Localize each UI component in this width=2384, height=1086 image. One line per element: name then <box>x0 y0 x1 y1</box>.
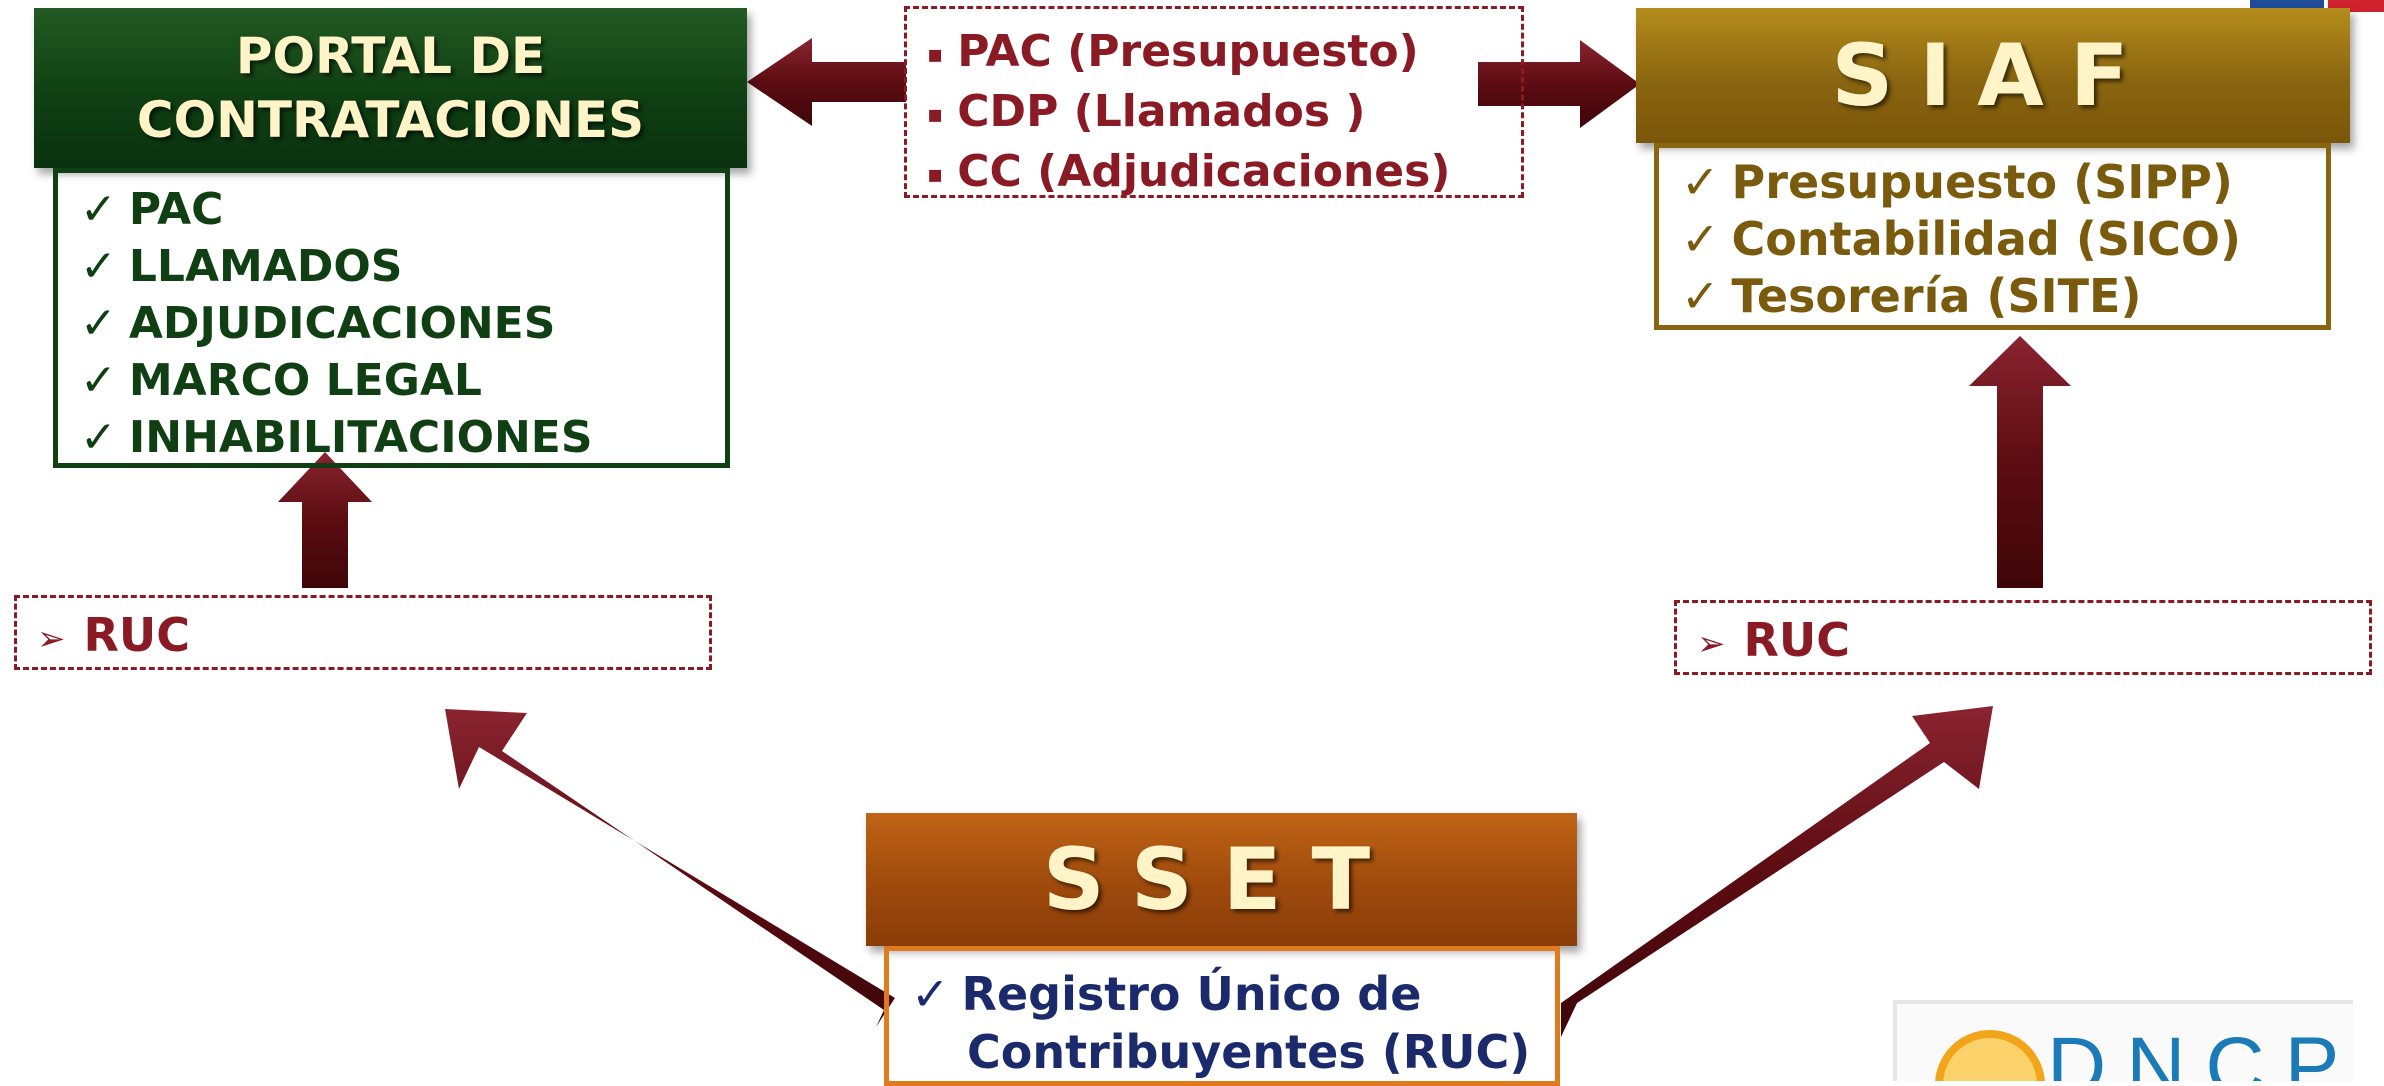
sset-item-label-line1: Registro Único de <box>961 967 1422 1021</box>
portal-item-adjudicaciones: ✓ ADJUDICACIONES <box>80 295 725 352</box>
arrow-ruc-to-portal <box>278 452 372 588</box>
check-icon: ✓ <box>80 298 117 349</box>
portal-item-label: LLAMADOS <box>128 241 403 292</box>
portal-item-inhabilitaciones: ✓ INHABILITACIONES <box>80 409 725 466</box>
flow-item-cdp: ▪ CDP (Llamados ) <box>927 83 1521 143</box>
sset-item-label-line2: Contribuyentes (RUC) <box>967 1025 1531 1079</box>
sset-header: SSET <box>866 813 1577 946</box>
arrowhead-bullet-icon: ➢ <box>37 618 66 659</box>
check-icon: ✓ <box>1681 269 1720 323</box>
sset-item-line2: Contribuyentes (RUC) <box>911 1023 1555 1081</box>
portal-item-label: INHABILITACIONES <box>128 412 593 463</box>
portal-item-label: MARCO LEGAL <box>128 355 482 406</box>
portal-item-marco-legal: ✓ MARCO LEGAL <box>80 352 725 409</box>
logo-emblem-icon <box>1935 1030 2045 1081</box>
arrowhead-bullet-icon: ➢ <box>1697 623 1726 664</box>
bullet-icon: ▪ <box>927 40 944 68</box>
flow-item-label: PAC (Presupuesto) <box>957 26 1419 77</box>
portal-title-line1: PORTAL DE <box>235 27 546 85</box>
dncp-logo: DNCP <box>1893 1000 2353 1081</box>
siaf-list: ✓ Presupuesto (SIPP) ✓ Contabilidad (SIC… <box>1654 143 2331 330</box>
siaf-item-label: Contabilidad (SICO) <box>1731 212 2241 266</box>
siaf-title: SIAF <box>1831 25 2155 126</box>
siaf-item-label: Tesorería (SITE) <box>1731 269 2142 323</box>
flow-item-pac: ▪ PAC (Presupuesto) <box>927 23 1521 83</box>
portal-item-label: ADJUDICACIONES <box>128 298 556 349</box>
flow-item-cc: ▪ CC (Adjudicaciones) <box>927 143 1521 203</box>
portal-header: PORTAL DE CONTRATACIONES <box>34 8 747 168</box>
check-icon: ✓ <box>1681 155 1720 209</box>
ruc-box-left: ➢ RUC <box>14 595 712 670</box>
check-icon: ✓ <box>80 412 117 463</box>
siaf-item-tesoreria: ✓ Tesorería (SITE) <box>1681 268 2326 325</box>
portal-item-label: PAC <box>128 184 224 235</box>
sset-item-line1: ✓ Registro Único de <box>911 965 1555 1023</box>
logo-text: DNCP <box>2047 1021 2353 1082</box>
sset-list: ✓ Registro Único de Contribuyentes (RUC) <box>884 946 1560 1086</box>
siaf-item-label: Presupuesto (SIPP) <box>1731 155 2233 209</box>
check-icon: ✓ <box>1681 212 1720 266</box>
flow-item-label: CDP (Llamados ) <box>957 86 1366 137</box>
portal-list: ✓ PAC ✓ LLAMADOS ✓ ADJUDICACIONES ✓ MARC… <box>53 168 730 468</box>
ruc-right-label: RUC <box>1743 613 1851 667</box>
arrow-to-siaf <box>1478 40 1640 128</box>
siaf-header: SIAF <box>1636 8 2350 143</box>
arrow-sset-to-ruc-right <box>1561 706 1993 1037</box>
siaf-item-contabilidad: ✓ Contabilidad (SICO) <box>1681 211 2326 268</box>
bullet-icon: ▪ <box>927 100 944 128</box>
check-icon: ✓ <box>80 355 117 406</box>
ruc-box-right: ➢ RUC <box>1674 600 2372 675</box>
siaf-item-presupuesto: ✓ Presupuesto (SIPP) <box>1681 154 2326 211</box>
portal-item-pac: ✓ PAC <box>80 181 725 238</box>
flow-box: ▪ PAC (Presupuesto) ▪ CDP (Llamados ) ▪ CC … <box>904 6 1524 198</box>
arrow-sset-to-ruc-left <box>445 709 895 1027</box>
check-icon: ✓ <box>911 967 950 1021</box>
check-icon: ✓ <box>80 241 117 292</box>
sset-title: SSET <box>1042 829 1401 930</box>
bullet-icon: ▪ <box>927 160 944 188</box>
ruc-left-label: RUC <box>83 608 191 662</box>
portal-title-line2: CONTRATACIONES <box>136 91 645 149</box>
portal-item-llamados: ✓ LLAMADOS <box>80 238 725 295</box>
arrow-ruc-to-siaf <box>1969 336 2071 588</box>
check-icon: ✓ <box>80 184 117 235</box>
arrow-to-portal <box>747 38 906 126</box>
flow-item-label: CC (Adjudicaciones) <box>957 146 1451 197</box>
